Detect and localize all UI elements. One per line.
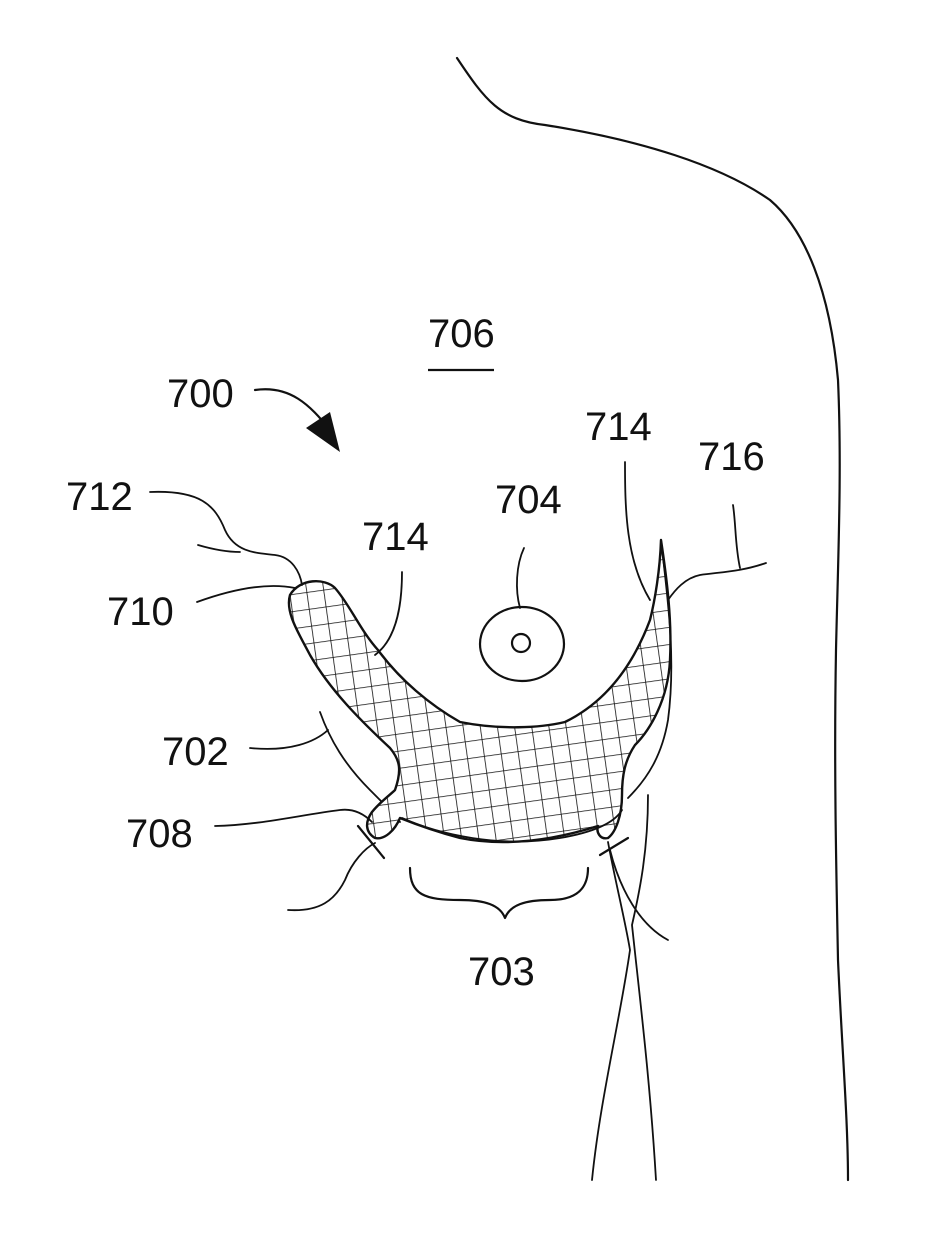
label-712: 712 — [66, 475, 133, 519]
label-714-left: 714 — [362, 515, 429, 559]
incision-tick-right — [600, 838, 628, 855]
areola — [480, 607, 564, 681]
leader-710 — [197, 586, 295, 602]
mesh-implant — [289, 540, 671, 842]
leader-716-top — [733, 505, 740, 568]
label-706: 706 — [428, 312, 495, 356]
leader-704 — [517, 548, 524, 608]
lower-torso-line-left — [592, 842, 630, 1180]
leader-702 — [250, 730, 328, 749]
label-702: 702 — [162, 730, 229, 774]
leader-708 — [215, 810, 372, 826]
leader-716 — [668, 563, 766, 600]
label-710: 710 — [107, 590, 174, 634]
incision-line-left — [288, 843, 375, 910]
nipple — [512, 634, 530, 652]
label-714-right: 714 — [585, 405, 652, 449]
label-703: 703 — [468, 950, 535, 994]
lower-torso-line-right — [632, 795, 656, 1180]
leader-712 — [150, 492, 302, 585]
label-716: 716 — [698, 435, 765, 479]
arrow-700-head — [306, 412, 340, 452]
leader-712-tail — [198, 545, 240, 552]
label-708: 708 — [126, 812, 193, 856]
label-704: 704 — [495, 478, 562, 522]
label-700: 700 — [167, 372, 234, 416]
leader-714-right — [625, 462, 650, 600]
brace-703 — [410, 868, 588, 918]
leader-714-left — [375, 572, 402, 655]
